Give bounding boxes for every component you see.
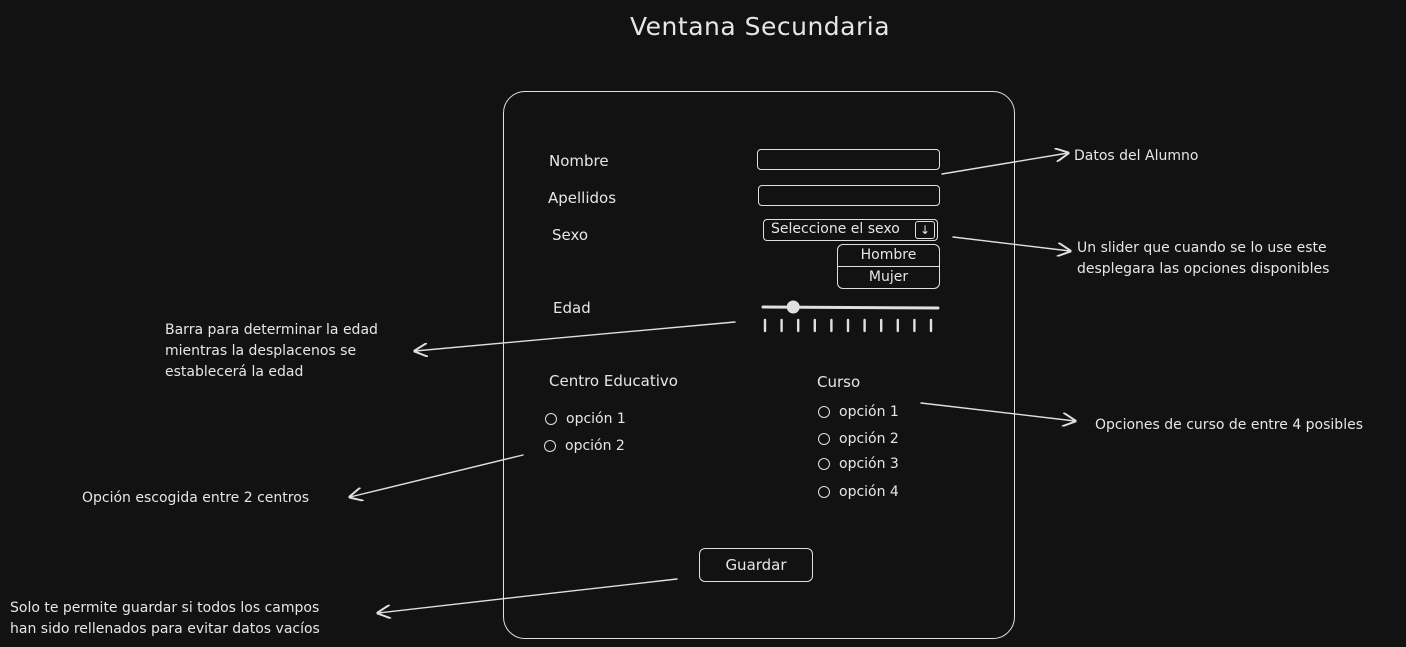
radio-icon[interactable] (818, 433, 830, 445)
curso-option-2-label: opción 2 (839, 431, 899, 447)
slider-thumb[interactable] (786, 300, 800, 314)
apellidos-label: Apellidos (548, 189, 617, 207)
centro-option-1[interactable]: opción 1 (545, 411, 626, 427)
annotation-curso: Opciones de curso de entre 4 posibles (1095, 417, 1363, 433)
arrow-slider (952, 236, 1070, 251)
annotation-guardar: Solo te permite guardar si todos los cam… (10, 600, 320, 637)
radio-icon[interactable] (818, 458, 830, 470)
arrow-edad (415, 321, 736, 351)
arrow-datos (941, 153, 1068, 175)
curso-option-4-label: opción 4 (839, 484, 899, 500)
centro-option-2[interactable]: opción 2 (544, 438, 625, 454)
sexo-select[interactable]: Seleccione el sexo ↓ (763, 219, 938, 241)
arrow-centro (350, 454, 524, 497)
sexo-option-hombre[interactable]: Hombre (860, 247, 917, 263)
radio-icon[interactable] (544, 440, 556, 452)
annotation-edad: Barra para determinar la edad mientras l… (165, 322, 378, 380)
window-frame (503, 91, 1015, 639)
edad-slider[interactable] (761, 298, 941, 334)
curso-option-2[interactable]: opción 2 (818, 431, 899, 447)
radio-icon[interactable] (818, 486, 830, 498)
nombre-input[interactable] (757, 149, 940, 170)
arrow-down-icon[interactable]: ↓ (915, 221, 935, 239)
nombre-label: Nombre (549, 152, 609, 170)
apellidos-input[interactable] (758, 185, 940, 206)
centro-option-2-label: opción 2 (565, 438, 625, 454)
annotation-slider: Un slider que cuando se lo use este desp… (1077, 240, 1330, 277)
sexo-option-mujer[interactable]: Mujer (838, 266, 939, 288)
curso-label: Curso (817, 373, 861, 391)
sexo-options-list: Hombre Mujer (837, 244, 940, 289)
centro-option-1-label: opción 1 (566, 411, 626, 427)
arrow-guardar (378, 578, 678, 613)
arrow-curso (920, 402, 1075, 421)
sexo-select-placeholder: Seleccione el sexo (771, 221, 900, 237)
annotation-centro: Opción escogida entre 2 centros (82, 490, 310, 506)
curso-option-3[interactable]: opción 3 (818, 456, 899, 472)
annotation-datos-alumno: Datos del Alumno (1074, 148, 1199, 164)
page-title: Ventana Secundaria (630, 12, 891, 41)
slider-ticks (763, 318, 933, 333)
curso-option-4[interactable]: opción 4 (818, 484, 899, 500)
radio-icon[interactable] (545, 413, 557, 425)
centro-educativo-label: Centro Educativo (549, 372, 678, 390)
curso-option-1-label: opción 1 (839, 404, 899, 420)
curso-option-3-label: opción 3 (839, 456, 899, 472)
radio-icon[interactable] (818, 406, 830, 418)
sexo-label: Sexo (552, 226, 589, 244)
edad-label: Edad (553, 299, 591, 317)
curso-option-1[interactable]: opción 1 (818, 404, 899, 420)
guardar-button[interactable]: Guardar (699, 548, 813, 582)
